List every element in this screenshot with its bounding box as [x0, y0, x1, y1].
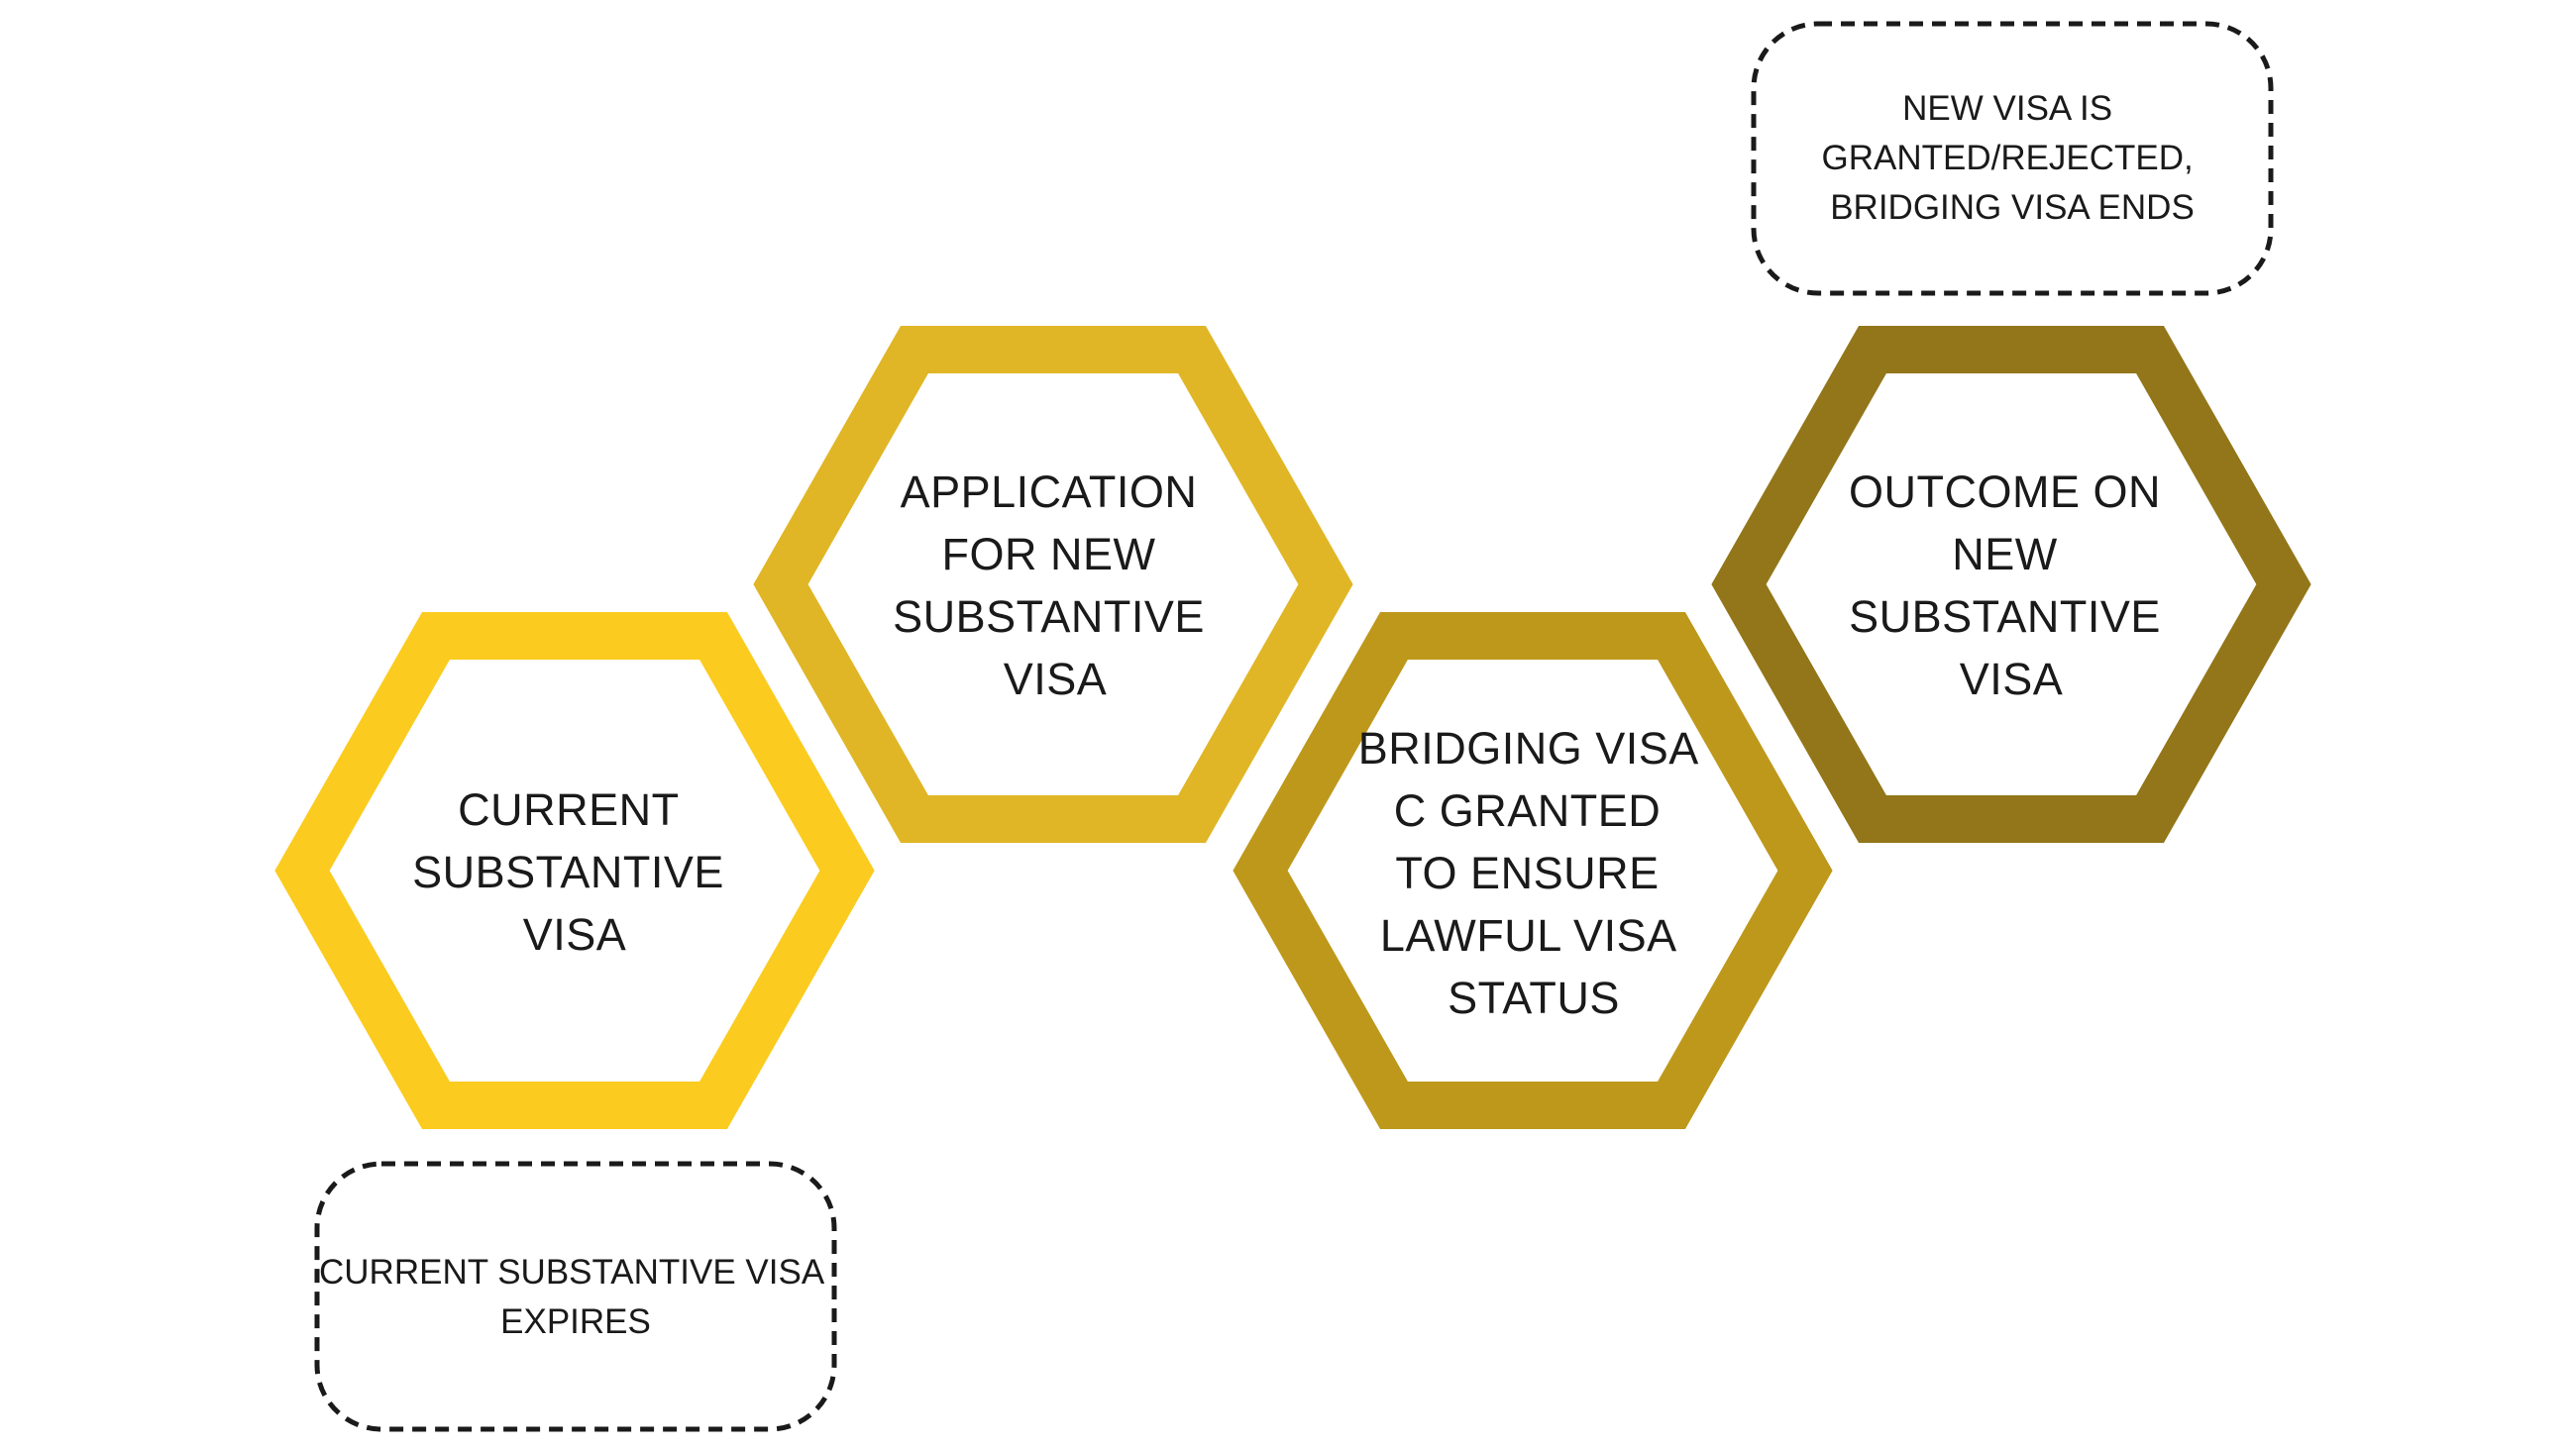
- hexagon-application-label: APPLICATION FOR NEW SUBSTANTIVE VISA: [893, 466, 1218, 704]
- hexagon-application-outline: [753, 326, 1353, 843]
- note-visa-expires-text: CURRENT SUBSTANTIVE VISA EXPIRES: [319, 1253, 832, 1341]
- note-visa-expires-box: [314, 1161, 837, 1432]
- hexagon-current-visa-label: CURRENT SUBSTANTIVE VISA: [412, 784, 737, 960]
- note-visa-decision: NEW VISA IS GRANTED/REJECTED, BRIDGING V…: [1751, 21, 2274, 296]
- hexagon-bridging-visa-label: BRIDGING VISA C GRANTED TO ENSURE LAWFUL…: [1358, 723, 1710, 1023]
- hexagon-outcome-outline: [1711, 326, 2311, 843]
- hexagon-application: APPLICATION FOR NEW SUBSTANTIVE VISA: [753, 326, 1353, 843]
- note-visa-decision-box: [1751, 21, 2274, 296]
- hexagon-bridging-visa-outline: [1233, 612, 1833, 1129]
- note-visa-decision-text: NEW VISA IS GRANTED/REJECTED, BRIDGING V…: [1821, 89, 2202, 227]
- note-visa-expires: CURRENT SUBSTANTIVE VISA EXPIRES: [314, 1161, 837, 1432]
- hexagon-current-visa: CURRENT SUBSTANTIVE VISA: [274, 612, 875, 1129]
- hexagon-outcome-label: OUTCOME ON NEW SUBSTANTIVE VISA: [1849, 466, 2174, 704]
- hexagon-bridging-visa: BRIDGING VISA C GRANTED TO ENSURE LAWFUL…: [1233, 612, 1833, 1129]
- hexagon-outcome: OUTCOME ON NEW SUBSTANTIVE VISA: [1711, 326, 2311, 843]
- hexagon-current-visa-outline: [274, 612, 875, 1129]
